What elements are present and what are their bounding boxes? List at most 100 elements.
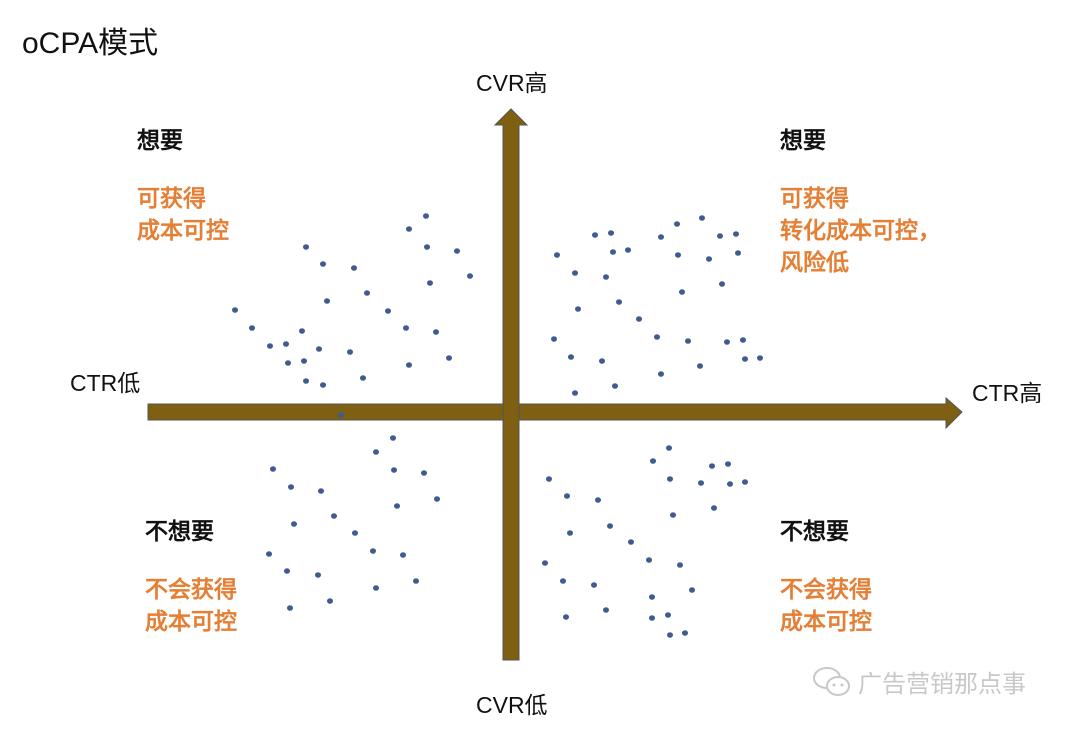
scatter-dot [373, 449, 379, 455]
scatter-dot [636, 316, 642, 322]
scatter-dot [364, 290, 370, 296]
scatter-dot [291, 521, 297, 527]
scatter-dot [665, 612, 671, 618]
scatter-dot [284, 568, 290, 574]
scatter-dot [725, 461, 731, 467]
quadrant-bottom-left-desc: 不会获得 成本可控 [145, 577, 237, 635]
scatter-dot [338, 412, 344, 418]
scatter-dot [650, 458, 656, 464]
scatter-dot [699, 215, 705, 221]
scatter-dot [625, 247, 631, 253]
scatter-dot [698, 480, 704, 486]
quadrant-bottom-left-head: 不想要 [145, 519, 214, 545]
scatter-dot [406, 226, 412, 232]
scatter-dot [742, 479, 748, 485]
scatter-dot [612, 383, 618, 389]
x-axis-left-label: CTR低 [70, 370, 141, 396]
scatter-dot [649, 615, 655, 621]
scatter-dot [351, 265, 357, 271]
scatter-dot [742, 356, 748, 362]
quadrant-top-left-head: 想要 [137, 128, 183, 154]
scatter-dot [433, 329, 439, 335]
scatter-dot [327, 598, 333, 604]
scatter-dot [421, 470, 427, 476]
scatter-dot [563, 614, 569, 620]
scatter-dot [685, 338, 691, 344]
scatter-dot [658, 371, 664, 377]
scatter-dot [616, 299, 622, 305]
scatter-dot [370, 548, 376, 554]
scatter-dot [285, 360, 291, 366]
quadrant-top-right-desc: 可获得 转化成本可控， 风险低 [780, 186, 941, 276]
scatter-dot [423, 213, 429, 219]
scatter-dot [551, 336, 557, 342]
scatter-dot [658, 234, 664, 240]
scatter-dot [603, 274, 609, 280]
scatter-dot [283, 341, 289, 347]
scatter-dot [413, 578, 419, 584]
quadrant-bottom-right-desc: 不会获得 成本可控 [780, 577, 872, 635]
scatter-dot [709, 463, 715, 469]
scatter-dot [697, 363, 703, 369]
scatter-dot [670, 512, 676, 518]
quadrant-bottom-right-head: 不想要 [780, 519, 849, 545]
scatter-dots [232, 213, 763, 638]
watermark-text: 广告营销那点事 [858, 670, 1026, 698]
quadrant-top-left-desc: 可获得 成本可控 [137, 186, 229, 244]
scatter-dot [674, 221, 680, 227]
scatter-dot [347, 349, 353, 355]
y-axis-top-label: CVR高 [476, 70, 548, 96]
scatter-dot [446, 355, 452, 361]
x-axis-right-label: CTR高 [972, 380, 1043, 406]
scatter-dot [288, 484, 294, 490]
scatter-dot [572, 390, 578, 396]
scatter-dot [603, 607, 609, 613]
scatter-dot [546, 476, 552, 482]
scatter-dot [360, 375, 366, 381]
scatter-dot [331, 513, 337, 519]
scatter-dot [554, 252, 560, 258]
scatter-dot [391, 467, 397, 473]
scatter-dot [572, 270, 578, 276]
watermark: 广告营销那点事 [812, 664, 1026, 699]
scatter-dot [628, 539, 634, 545]
scatter-dot [467, 273, 473, 279]
x-axis-arrow [147, 396, 963, 430]
scatter-dot [667, 476, 673, 482]
y-axis-bottom-label: CVR低 [476, 692, 548, 718]
scatter-dot [575, 306, 581, 312]
scatter-dot [724, 339, 730, 345]
scatter-dot [301, 358, 307, 364]
scatter-dot [682, 630, 688, 636]
scatter-dot [667, 632, 673, 638]
scatter-dot [249, 325, 255, 331]
scatter-dot [711, 505, 717, 511]
scatter-dot [607, 523, 613, 529]
scatter-dot [567, 530, 573, 536]
scatter-dot [568, 354, 574, 360]
scatter-dot [270, 466, 276, 472]
scatter-dot [689, 587, 695, 593]
scatter-dot [595, 497, 601, 503]
scatter-dot [232, 307, 238, 313]
scatter-dot [406, 362, 412, 368]
scatter-dot [608, 230, 614, 236]
scatter-dot [564, 493, 570, 499]
scatter-dot [303, 378, 309, 384]
scatter-dot [592, 232, 598, 238]
scatter-dot [727, 481, 733, 487]
y-axis-arrow [493, 108, 529, 661]
scatter-dot [318, 488, 324, 494]
scatter-dot [267, 343, 273, 349]
scatter-dot [675, 252, 681, 258]
scatter-dot [649, 594, 655, 600]
scatter-dot [315, 572, 321, 578]
scatter-dot [390, 435, 396, 441]
scatter-dot [717, 233, 723, 239]
scatter-dot [706, 256, 712, 262]
scatter-dot [385, 308, 391, 314]
scatter-dot [542, 560, 548, 566]
scatter-dot [427, 280, 433, 286]
scatter-dot [599, 358, 605, 364]
